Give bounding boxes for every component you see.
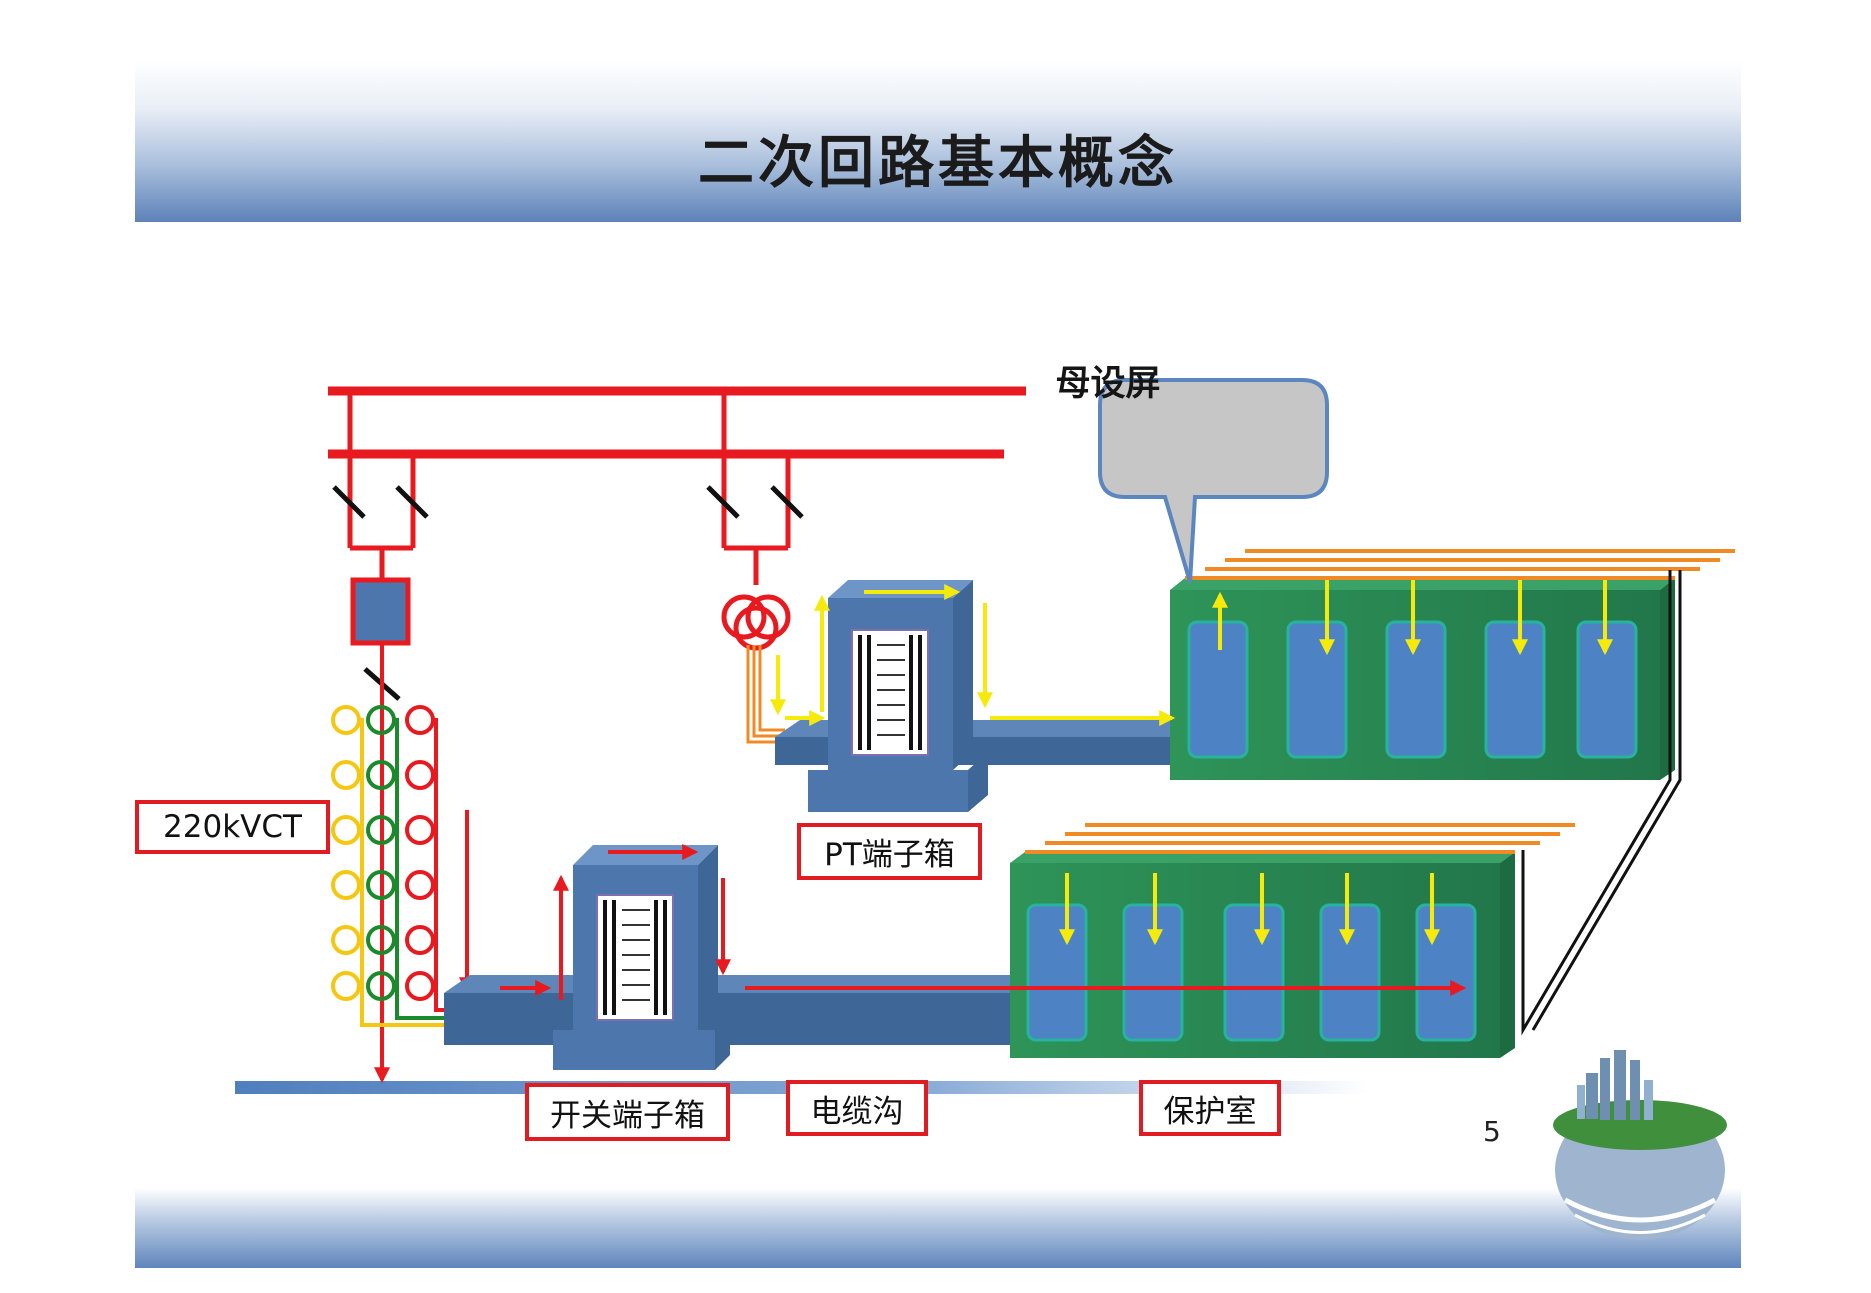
callout-bubble [1098,378,1329,583]
switch-terminal-box [553,845,730,1070]
ct-signal-arrows [500,844,1467,1000]
protection-room-panels [1010,823,1575,1058]
cable-trench-label: 电缆沟 [786,1080,928,1136]
feeder-right [721,391,791,585]
pt-terminal-box [808,580,988,812]
footer-band [135,1188,1741,1268]
breaker-icon [350,577,411,646]
callout-label: 母设屏 [1055,364,1161,404]
switch-box-label: 开关端子箱 [525,1083,730,1141]
header-band [135,60,1741,222]
panel-link-cable [1521,570,1682,1036]
busbars [328,386,1026,459]
protection-room-label: 保护室 [1139,1080,1281,1136]
feeder-left [347,391,416,580]
pt-box-label: PT端子箱 [797,823,982,880]
ct-label: 220kVCT [135,800,330,854]
pt-cables [746,645,785,744]
bus-protection-panels [1170,549,1735,780]
page-number: 5 [1483,1115,1501,1148]
page-title: 二次回路基本概念 [698,131,1178,196]
globe-city-icon [1553,1050,1727,1240]
disconnector-icon [706,485,804,519]
pt-signal-arrows [770,580,1613,946]
pt-transformer-icon [721,594,791,651]
ct-coils-icon [331,705,455,1027]
